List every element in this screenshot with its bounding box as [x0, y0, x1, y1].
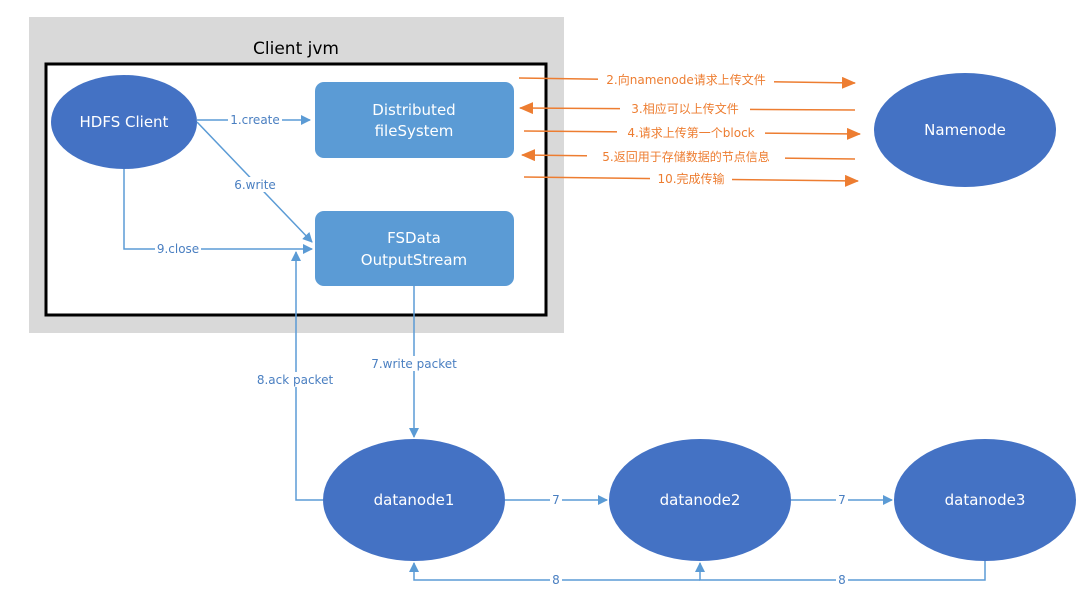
namenode-msg-3-label: 3.相应可以上传文件 — [631, 101, 738, 116]
namenode-msg-5-bg — [587, 149, 785, 165]
distributed-filesystem-label-line1: Distributed — [372, 101, 455, 119]
close-label: 9.close — [157, 242, 199, 256]
write-label: 6.write — [234, 178, 276, 192]
dn1-dn2-label: 7 — [552, 493, 560, 507]
fsdata-outputstream-label-line2: OutputStream — [361, 251, 467, 269]
fsdata-outputstream-label-line1: FSData — [387, 229, 441, 247]
namenode-msg-10-bg — [650, 171, 732, 187]
ack-right-label-bg — [836, 573, 848, 587]
ack-left-label-bg — [550, 573, 562, 587]
dn2-dn3-label: 7 — [838, 493, 846, 507]
datanode2-node — [609, 439, 791, 561]
datanode3-node — [894, 439, 1076, 561]
ack-right-label: 8 — [838, 573, 846, 587]
write-packet-label: 7.write packet — [371, 357, 457, 371]
distributed-filesystem-label-line2: fileSystem — [375, 122, 454, 140]
datanode3-label: datanode3 — [945, 491, 1026, 509]
dn1-dn2-label-bg — [550, 493, 562, 507]
namenode-label: Namenode — [924, 121, 1006, 139]
namenode-msg-4-bg — [617, 125, 765, 141]
distributed-filesystem-box — [315, 82, 514, 158]
namenode-msg-3-bg — [620, 101, 750, 117]
hdfs-client-node — [51, 75, 197, 169]
ack-left-label: 8 — [552, 573, 560, 587]
write-packet-label-bg — [370, 356, 458, 371]
namenode-msg-2-label: 2.向namenode请求上传文件 — [606, 72, 765, 87]
write-label-bg — [232, 177, 278, 192]
close-arrow — [123, 169, 313, 254]
datanode2-label: datanode2 — [660, 491, 741, 509]
fsdata-outputstream-box — [315, 211, 514, 286]
hdfs-client-label: HDFS Client — [80, 113, 169, 131]
namenode-msg-4-label: 4.请求上传第一个block — [627, 125, 754, 140]
namenode-msg-5-label: 5.返回用于存储数据的节点信息 — [602, 149, 769, 164]
dn2-dn3-label-bg — [836, 493, 848, 507]
create-label: 1.create — [230, 113, 280, 127]
namenode-node — [874, 73, 1056, 187]
namenode-msg-2-bg — [598, 72, 774, 88]
ack-return-arrow-left — [409, 562, 700, 581]
client-jvm-title: Client jvm — [253, 39, 339, 59]
close-label-bg — [155, 241, 201, 256]
create-label-bg — [228, 112, 282, 127]
ack-packet-label-bg — [256, 372, 334, 387]
ack-packet-arrow — [291, 251, 323, 501]
datanode1-node — [323, 439, 505, 561]
ack-packet-label: 8.ack packet — [257, 373, 334, 387]
datanode1-label: datanode1 — [374, 491, 455, 509]
namenode-msg-10-label: 10.完成传输 — [657, 171, 724, 186]
